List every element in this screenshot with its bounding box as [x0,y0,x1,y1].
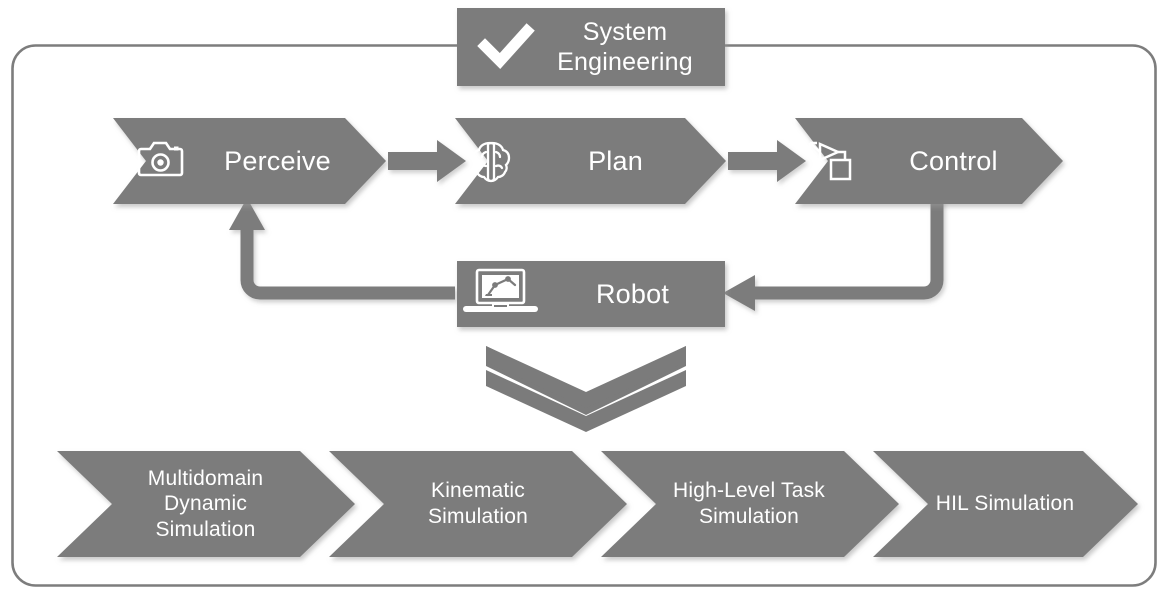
pipeline-step-perceive[interactable] [113,118,386,204]
control-block-diagram-icon [808,141,852,181]
check-icon [477,23,535,69]
perceive-to-plan-arrow [388,140,466,182]
camera-icon [137,141,184,177]
control-to-robot-arrow [723,198,944,311]
simulation-step-2[interactable] [329,451,627,557]
pipeline-step-plan[interactable] [455,118,726,204]
simulation-step-3[interactable] [601,451,899,557]
simulation-step-1[interactable] [57,451,355,557]
pipeline-step-control[interactable] [795,118,1063,204]
plan-to-control-arrow [728,140,806,182]
robot-to-perceive-arrow [229,198,455,300]
downward-chevron-stack-clip [486,346,686,432]
laptop-robot-arm-icon [463,268,538,312]
brain-icon [471,141,511,183]
simulation-step-4[interactable] [873,451,1138,557]
system-engineering-box[interactable] [457,8,725,86]
